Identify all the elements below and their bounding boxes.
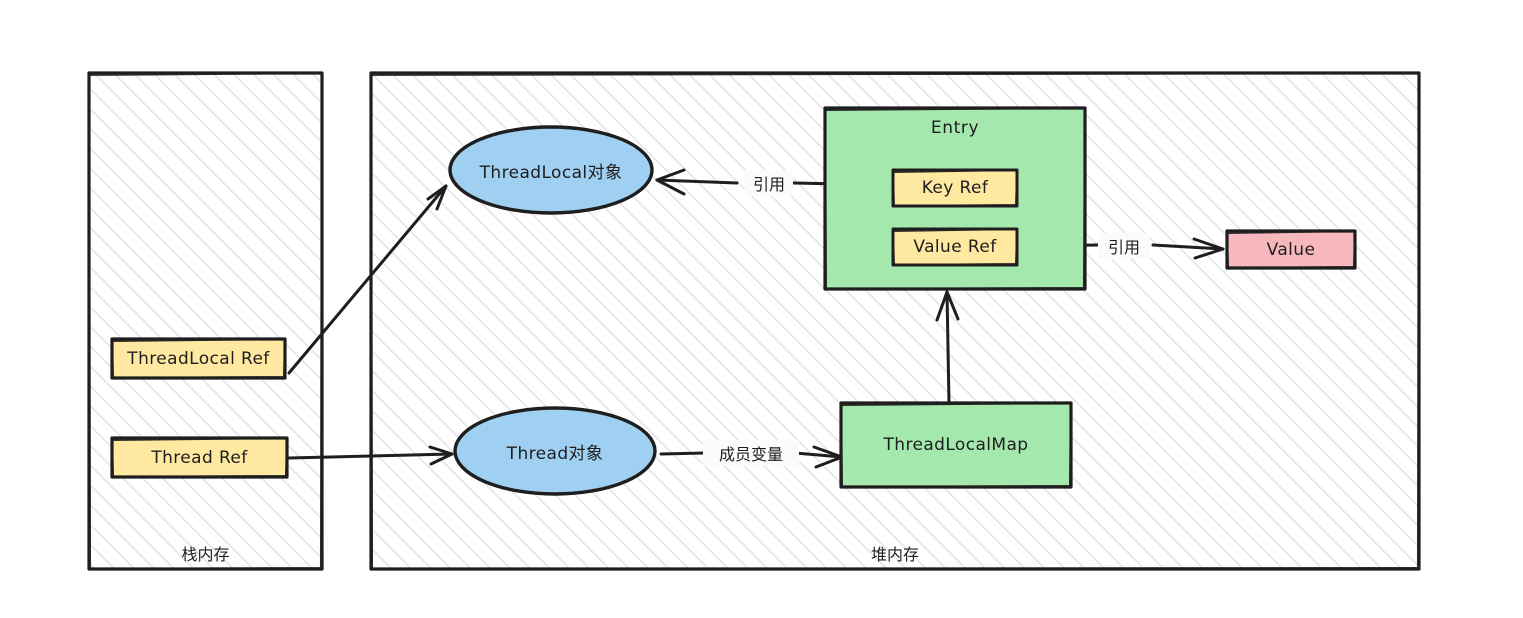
label-plate-3: [703, 440, 799, 466]
edge-map-to-entry: [935, 290, 960, 405]
edge-thread-object-to-map: [659, 445, 844, 469]
edge-thread-ref-to-object: [287, 445, 454, 466]
edge-threadlocal-ref-to-object: [287, 184, 448, 375]
node-value[interactable]: [1225, 229, 1357, 270]
node-threadlocal-ref[interactable]: [110, 337, 287, 380]
node-thread-object[interactable]: [453, 406, 657, 496]
node-key-ref[interactable]: [891, 168, 1019, 208]
label-plate-2: [1098, 233, 1150, 259]
node-thread-ref[interactable]: [110, 436, 289, 479]
node-threadlocalmap[interactable]: [839, 401, 1073, 489]
region-stack-memory: [87, 71, 324, 571]
node-value-ref[interactable]: [891, 227, 1019, 267]
label-plate-1: [745, 170, 793, 196]
node-threadlocal-object[interactable]: [448, 125, 654, 215]
